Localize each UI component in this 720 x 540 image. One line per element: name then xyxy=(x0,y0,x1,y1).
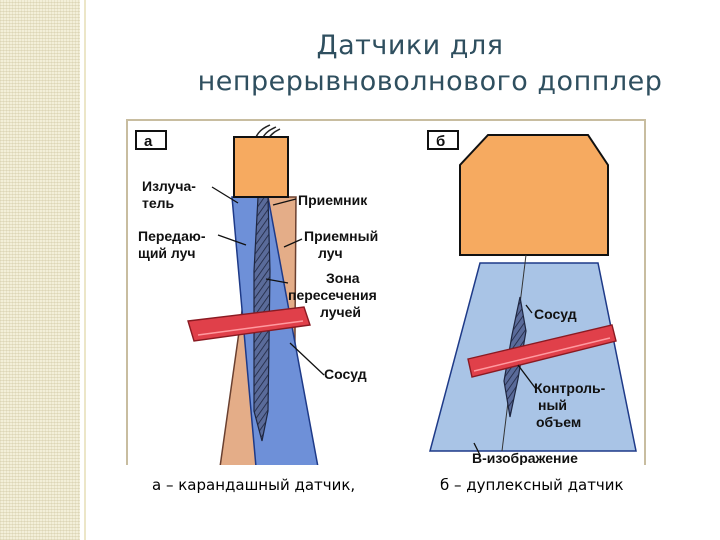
label-sample-volume-1: Контроль- xyxy=(534,380,606,396)
leader-vessel-a xyxy=(289,342,325,376)
panel-a-tag-box xyxy=(135,130,167,150)
label-emitter-1: Излуча- xyxy=(142,178,196,194)
label-emitter-2: тель xyxy=(142,195,175,211)
leader-receiver xyxy=(272,198,297,206)
leader-receive-beam xyxy=(283,238,303,248)
label-overlap-zone-3: лучей xyxy=(320,304,361,320)
panel-b-tag: б xyxy=(436,133,445,150)
leader-emitter xyxy=(211,186,239,204)
slide-title: Датчики для непрерывноволнового допплер xyxy=(100,28,720,100)
label-receive-beam-1: Приемный xyxy=(304,228,378,244)
decorative-left-strip xyxy=(0,0,80,540)
leader-sample-volume xyxy=(517,364,537,390)
leader-vessel-b xyxy=(525,304,533,314)
panel-b-tag-box xyxy=(427,130,459,150)
label-b-mode: В-изображение xyxy=(472,450,578,466)
leader-overlap-zone xyxy=(265,278,289,284)
caption-band xyxy=(126,465,646,503)
label-sample-volume-3: объем xyxy=(536,414,581,430)
caption-pencil-probe: а – карандашный датчик, xyxy=(152,476,356,494)
vessel-a-highlight xyxy=(197,320,304,336)
label-transmit-beam-2: щий луч xyxy=(138,245,196,261)
probe-diagram: а Излуча- тель Приемник xyxy=(135,124,637,468)
label-vessel-a: Сосуд xyxy=(324,366,367,382)
panel-a-tag: а xyxy=(144,133,153,150)
duplex-probe xyxy=(459,134,609,256)
label-overlap-zone-1: Зона xyxy=(326,270,360,286)
leader-b-mode xyxy=(473,442,481,456)
label-receive-beam-2: луч xyxy=(318,245,343,261)
panel-b: б Сосуд Контроль- ный объем В-изображени… xyxy=(427,130,637,466)
pencil-probe xyxy=(233,136,289,198)
panel-a: а Излуча- тель Приемник xyxy=(135,124,378,468)
vessel-b-highlight xyxy=(473,337,611,372)
title-line-2: непрерывноволнового допплер xyxy=(197,66,663,97)
leader-transmit-beam xyxy=(217,234,247,246)
doppler-probe-figure: а Излуча- тель Приемник xyxy=(126,119,646,468)
title-line-1: Датчики для xyxy=(316,30,504,61)
label-transmit-beam-1: Передаю- xyxy=(138,228,206,244)
label-sample-volume-2: ный xyxy=(538,397,567,413)
decorative-divider xyxy=(84,0,86,540)
label-overlap-zone-2: пересечения xyxy=(288,287,377,303)
label-receiver: Приемник xyxy=(298,192,368,208)
label-vessel-b: Сосуд xyxy=(534,306,577,322)
caption-duplex-probe: б – дуплексный датчик xyxy=(440,476,624,494)
